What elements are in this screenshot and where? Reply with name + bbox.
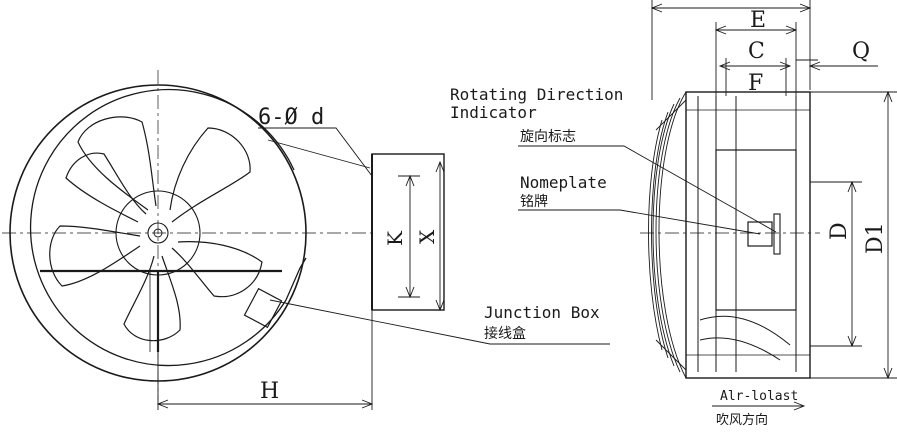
dim-F-label: F [748,71,763,96]
rotating-en-line1: Rotating Direction [450,85,623,104]
airflow-arrow [712,401,806,411]
bolt-holes-label: 6-Ø d [258,105,324,130]
dim-Q-line [796,59,878,71]
dim-X-label: X [415,229,439,244]
inlet-guard [648,91,687,379]
airflow-cn: 吹风方向 [716,412,768,428]
dim-X-line [435,160,445,312]
motor-body [715,149,797,311]
junction-cn: 接线盒 [484,325,526,342]
nameplate-cn: 铭牌 [520,193,548,210]
fan-blades [49,116,263,342]
holes-leader [258,127,373,177]
dim-F-line [718,58,792,96]
rotating-cn: 旋向标志 [520,129,576,145]
dim-H-label: H [260,379,279,404]
junction-box [243,287,283,329]
junction-leader [269,299,610,345]
nameplate-leader [518,209,761,235]
dim-D-label: D [827,222,852,240]
dim-Q-label: Q [852,39,870,64]
rotation-indicator [773,213,781,255]
front-view [2,70,610,410]
dim-C-label: C [748,39,765,64]
junction-en: Junction Box [484,303,600,322]
dim-H-line [156,310,374,410]
airflow-en: Alr-lolast [720,389,798,404]
nameplate-en: Nomeplate [520,173,607,192]
rotating-en-line2: Indicator [450,103,537,122]
dim-C-line [714,22,798,96]
casing-side [685,91,811,379]
motor-box-outline [285,257,307,301]
side-view [518,0,897,411]
dim-D-line [810,180,862,348]
dim-E-line [650,0,812,100]
dim-D1-line [810,90,897,380]
rotating-leader [518,145,777,233]
dim-K-line [398,174,420,299]
dim-K-label: K [383,230,407,246]
inner-ring [29,88,295,367]
nameplate [747,221,773,247]
dim-D1-label: D1 [863,222,888,254]
dim-E-label: E [750,8,766,33]
